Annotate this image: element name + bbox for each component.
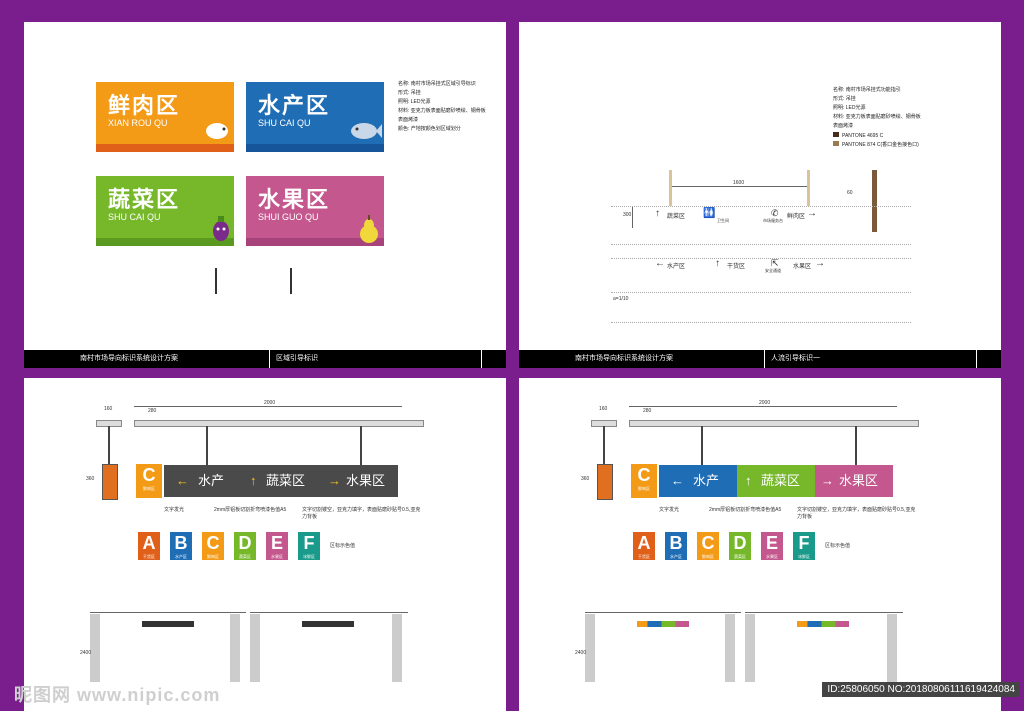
panel-guide-signs: 名称: 南村市场吊挂式功能指引形式: 吊挂照明: LED光源材料: 亚克力板表面…	[519, 22, 1001, 368]
service-icon: ✆	[771, 208, 779, 218]
footer-bar: 南村市场导向标识系统设计方案 区域引导标识	[24, 350, 506, 368]
toilet-icon: 🚻	[703, 208, 716, 219]
panel-zone-signs: 鲜肉区 XIAN ROU QU 水产区 SHU CAI QU 蔬菜区 SHU C…	[24, 22, 506, 368]
sign-subtitle: SHU CAI QU	[258, 118, 311, 128]
post	[215, 268, 217, 294]
watermark: 昵图网 www.nipic.com	[14, 685, 221, 705]
footer-section: 区域引导标识	[276, 355, 318, 362]
direction-sign: ← 水产 ↑ 蔬菜区 → 水果区	[164, 465, 398, 497]
guide-row-1: ↑ 蔬菜区 🚻 卫生间 ✆ 市场服务台 鲜肉区 →	[655, 208, 817, 223]
footer-bar: 南村市场导向标识系统设计方案 人流引导标识一	[519, 350, 1001, 368]
sign-title: 水产区	[258, 93, 331, 118]
pear-icon	[360, 215, 378, 243]
sign-fruit: 水果区 SHUI GUO QU	[246, 176, 384, 246]
image-id-badge: ID:25806050 NO:20180806111619424084	[822, 682, 1020, 697]
sign-subtitle: SHU CAI QU	[108, 212, 161, 222]
sign-seafood: 水产区 SHU CAI QU	[246, 82, 384, 152]
dim-height: 300	[623, 212, 632, 218]
exit-icon: ⇱	[771, 258, 779, 268]
dim-width: 1600	[733, 180, 745, 186]
direction-sign-vegetable: ↑ 蔬菜区	[737, 465, 815, 497]
scale-label: a=1/10	[613, 296, 629, 302]
sign-title: 水果区	[258, 187, 331, 212]
sign-title: 鲜肉区	[108, 93, 181, 118]
direction-sign-fruit: → 水果区	[815, 465, 893, 497]
sign-title: 蔬菜区	[108, 187, 181, 212]
dim-small: 60	[847, 190, 853, 196]
sign-meat: 鲜肉区 XIAN ROU QU	[96, 82, 234, 152]
footer-section: 人流引导标识一	[771, 355, 820, 362]
sign-subtitle: XIAN ROU QU	[108, 118, 168, 128]
post	[290, 268, 292, 294]
footer-title: 南村市场导向标识系统设计方案	[80, 355, 178, 362]
guide-row-2: ← 水产区 ↑ 干货区 ⇱ 安全通道 水果区 →	[655, 258, 825, 273]
spec-text: 名称: 南村市场吊挂式功能指引形式: 吊挂照明: LED光源材料: 亚克力板表面…	[833, 87, 921, 129]
sign-vegetable: 蔬菜区 SHU CAI QU	[96, 176, 234, 246]
pantone-legend: PANTONE 4695 C PANTONE 874 C(香口金色接色口)	[833, 132, 993, 150]
direction-sign-seafood: ← 水产	[659, 465, 737, 497]
footer-title: 南村市场导向标识系统设计方案	[575, 355, 673, 362]
eggplant-icon	[213, 216, 229, 241]
sign-subtitle: SHUI GUO QU	[258, 212, 319, 222]
pig-icon	[206, 123, 228, 139]
fish-icon	[351, 123, 382, 139]
spec-text: 名称: 南村市场吊挂式区域引导标识形式: 吊挂照明: LED光源材料: 亚克力板…	[398, 81, 486, 132]
